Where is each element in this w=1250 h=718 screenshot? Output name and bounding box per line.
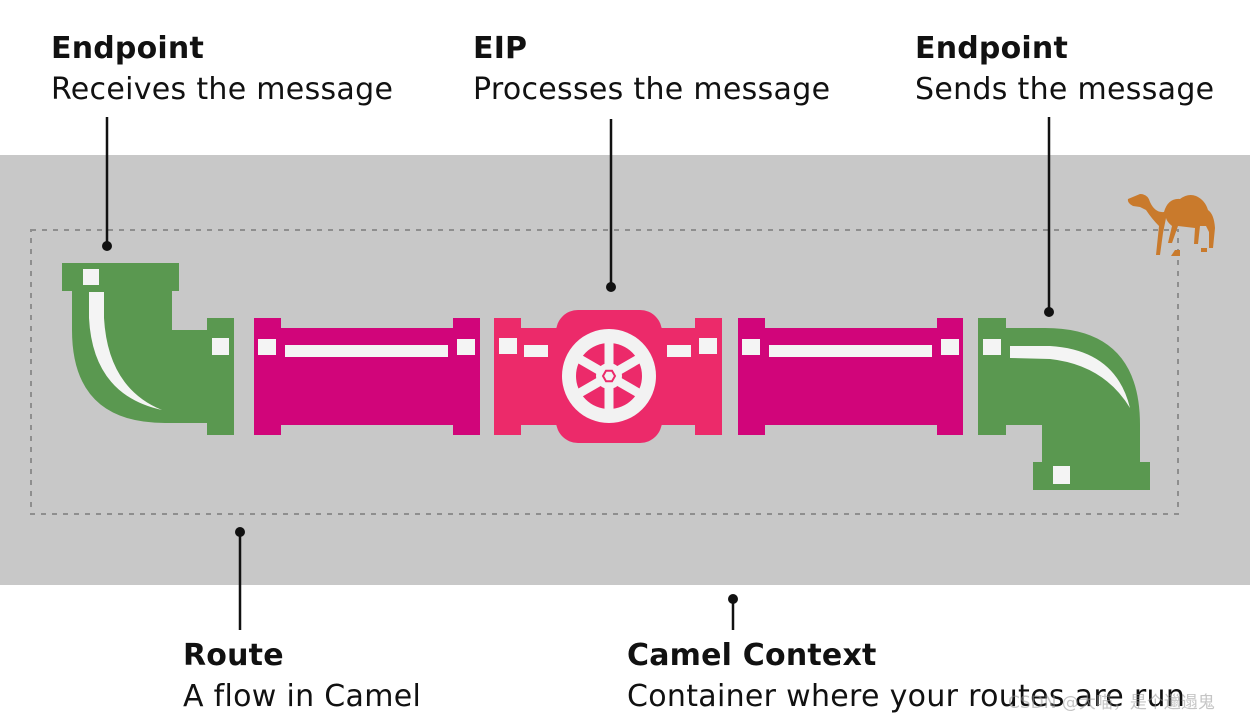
route-title: Route — [183, 638, 284, 673]
camel-context-title: Camel Context — [627, 638, 877, 673]
endpoint-out-pipe — [978, 318, 1150, 490]
endpoint-in-pipe — [62, 263, 234, 435]
eip-description: Processes the message — [473, 72, 831, 107]
callout-endpoint-in — [102, 117, 112, 251]
route-description: A flow in Camel — [183, 679, 422, 714]
callout-endpoint-out — [1044, 117, 1054, 317]
eip-title: EIP — [473, 31, 528, 66]
endpoint-out-description: Sends the message — [915, 72, 1215, 107]
callout-eip — [606, 119, 616, 292]
callout-route — [235, 527, 245, 630]
route-boundary — [30, 229, 1179, 515]
watermark-text: CSDN @大喵，是个邋遢鬼 — [1008, 693, 1215, 713]
camel-context-label: Camel Context Container where your route… — [627, 636, 1185, 718]
route-pipe-left — [254, 318, 480, 435]
eip-label: EIP Processes the message — [473, 29, 830, 111]
valve-wheel-icon — [562, 329, 656, 423]
route-label: Route A flow in Camel — [183, 636, 421, 718]
endpoint-in-title: Endpoint — [51, 31, 204, 66]
endpoint-out-label: Endpoint Sends the message — [915, 29, 1214, 111]
route-pipe-right — [738, 318, 963, 435]
endpoint-in-label: Endpoint Receives the message — [51, 29, 393, 111]
callout-camel-context — [728, 594, 738, 630]
eip-valve — [494, 310, 722, 443]
endpoint-in-description: Receives the message — [51, 72, 394, 107]
camel-icon — [1127, 194, 1215, 256]
endpoint-out-title: Endpoint — [915, 31, 1068, 66]
camel-context-description: Container where your routes are run — [627, 679, 1186, 714]
